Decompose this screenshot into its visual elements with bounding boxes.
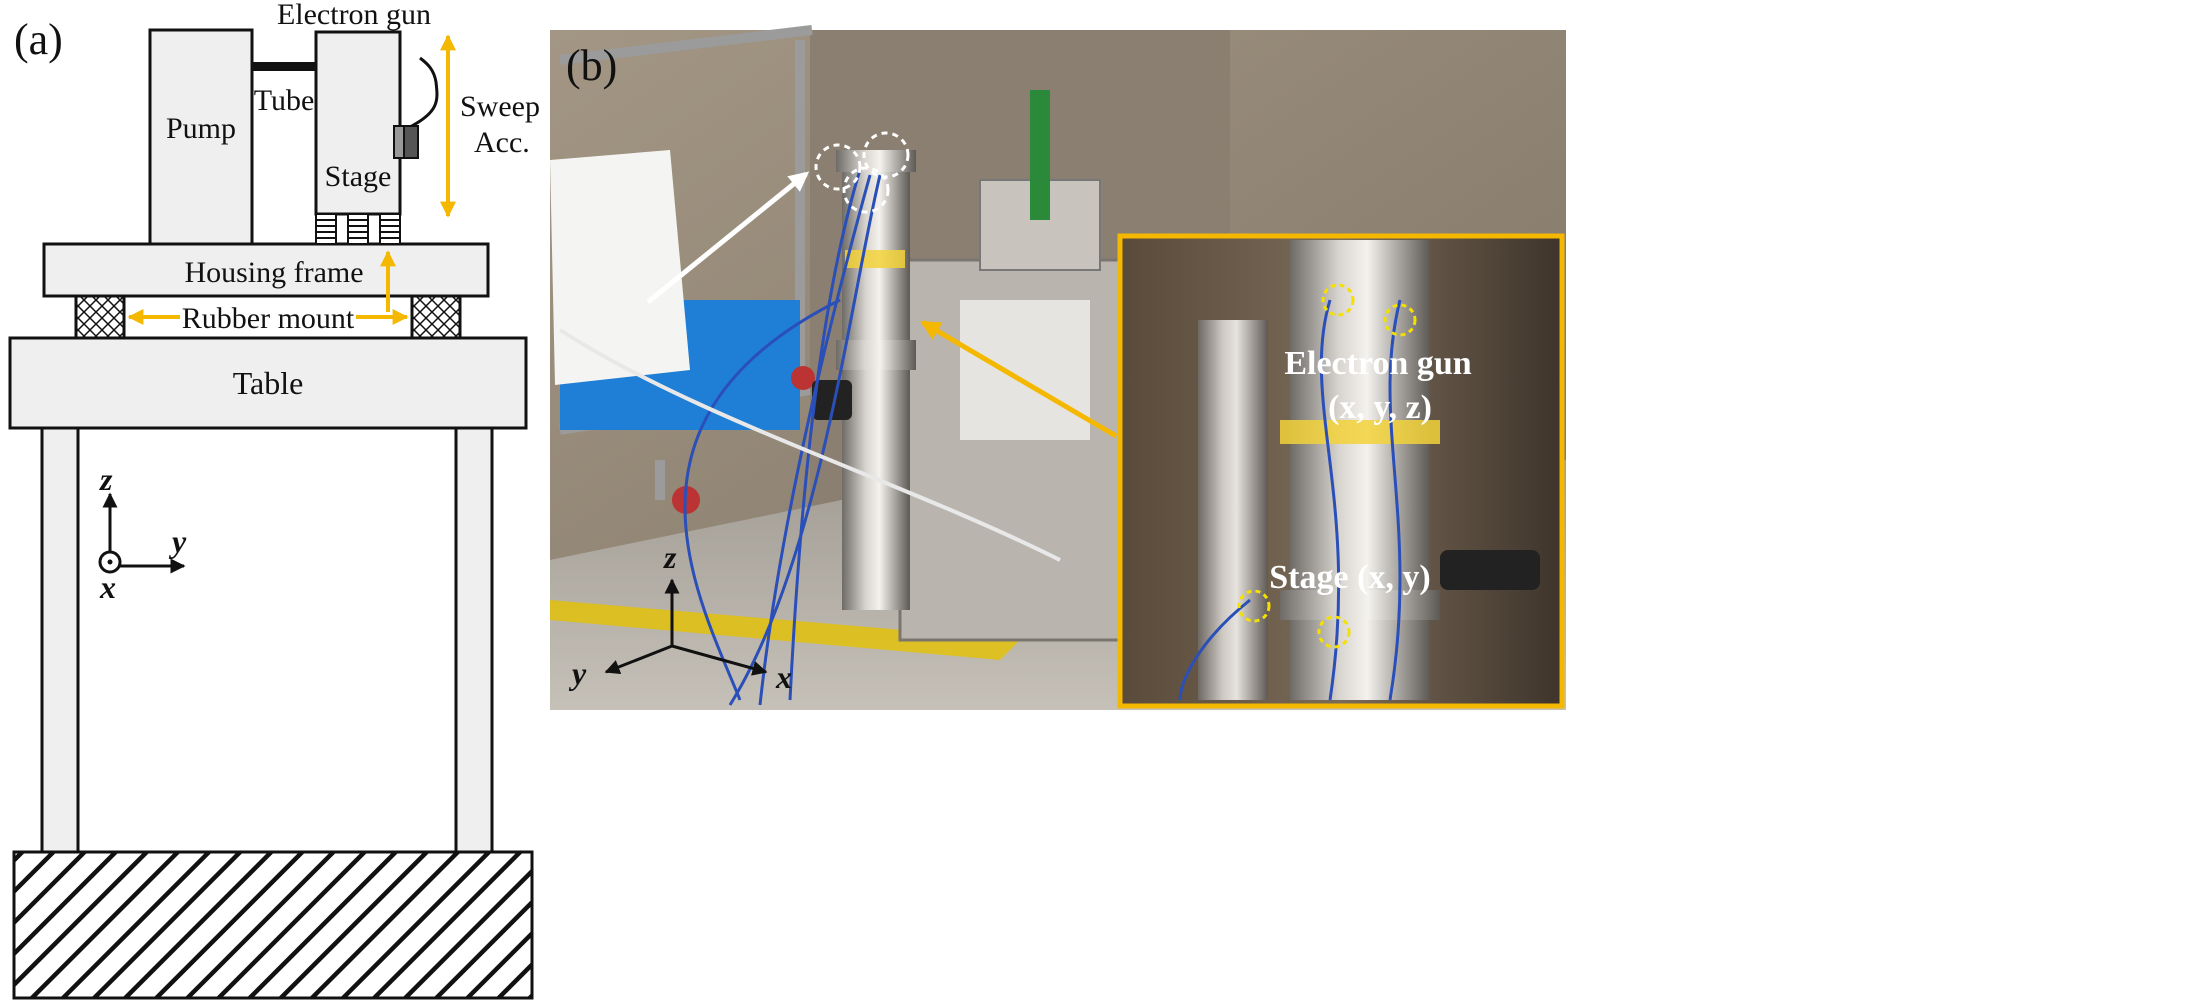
axis-b-y (604, 644, 673, 675)
axis-a-z-label: z (99, 461, 113, 497)
stage-label: Stage (325, 160, 392, 193)
inset: Electron gun (x, y, z) Stage (x, y) (1117, 233, 1565, 709)
circuit-board (1030, 90, 1050, 220)
panel-a: (a) Table Rubber mount Housing frame Pum… (8, 0, 540, 1000)
table-label: Table (233, 365, 304, 401)
tube-label: Tube (254, 84, 315, 117)
axis-a-y-label: y (168, 523, 187, 559)
axis-b-x (671, 644, 768, 676)
sensor-circle-3 (862, 131, 910, 179)
panel-b: (b) z y x Electro (550, 25, 1566, 710)
paper-sheet (550, 150, 690, 385)
inset-electron-gun-label: Electron gun (1284, 345, 1471, 382)
axis-b-y-label: y (568, 655, 587, 691)
white-arrow (646, 171, 810, 304)
table-top (8, 336, 528, 430)
inset-column (1290, 240, 1430, 700)
axes-b: z y x (568, 539, 792, 695)
sensor-circle-1 (814, 143, 862, 191)
yellow-arrow (920, 319, 1118, 439)
panel-b-label: (b) (566, 41, 617, 90)
inset-circle-2 (1383, 303, 1417, 337)
ground-hatch (12, 850, 534, 1000)
accelerometer-cable (407, 56, 439, 130)
table-leg-left (40, 426, 80, 854)
rubber-mount-left (74, 294, 126, 340)
cables (683, 169, 882, 706)
axis-a-x-label: x (99, 569, 116, 605)
pump-label: Pump (166, 112, 236, 145)
axis-b-x-label: x (775, 659, 792, 695)
tube (252, 62, 316, 71)
stage-feet (315, 213, 401, 245)
inset-circle-4 (1317, 615, 1351, 649)
table-leg-right (454, 426, 494, 854)
sensor-circle-2 (842, 166, 890, 214)
sweep-label: Sweep (460, 90, 540, 123)
pump (148, 28, 254, 246)
column (842, 150, 910, 610)
electron-gun-label: Electron gun (277, 0, 431, 31)
accelerometer-cap (393, 125, 405, 159)
inset-circle-3 (1237, 589, 1271, 623)
floor-tape (550, 600, 1020, 660)
rubber-mount-label: Rubber mount (182, 302, 355, 335)
housing-frame (42, 242, 490, 298)
inset-circle-1 (1321, 283, 1355, 317)
housing-frame-label: Housing frame (184, 256, 363, 289)
panel-a-label: (a) (14, 15, 63, 64)
rubber-mount-right (410, 294, 462, 340)
acc-label: Acc. (474, 126, 530, 159)
inset-stage-label: Stage (x, y) (1269, 559, 1430, 596)
axis-b-z-label: z (663, 539, 677, 575)
inset-electron-gun-axes: (x, y, z) (1328, 389, 1432, 426)
axes-a: z y x (98, 461, 187, 605)
